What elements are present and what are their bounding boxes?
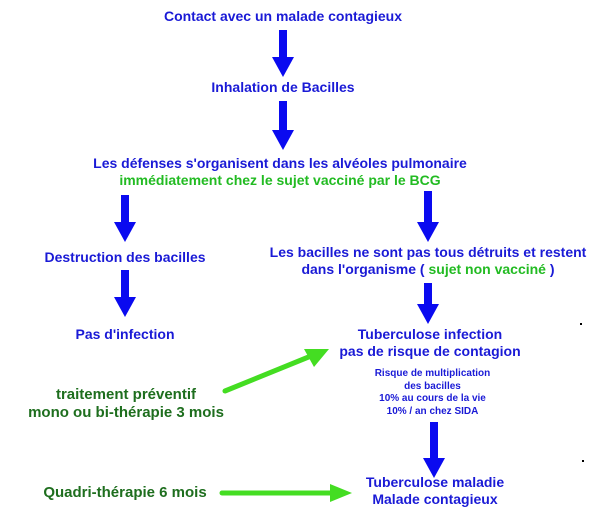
node-risk-line1: Risque de multiplication [374, 368, 491, 379]
node-tb-infection-line2: pas de risque de contagion [339, 342, 521, 359]
node-defenses-line1: Les défenses s'organisent dans les alvéo… [93, 155, 467, 171]
node-no-infection: Pas d'infection [20, 326, 230, 343]
node-tb-infection: Tuberculose infection pas de risque de c… [318, 326, 542, 360]
arrow-not-destroyed-to-tb-infection [417, 283, 439, 324]
node-defenses-line2: immédiatement chez le sujet vacciné par … [119, 171, 441, 188]
node-no-infection-text: Pas d'infection [75, 326, 175, 342]
node-risk: Risque de multiplication des bacilles 10… [350, 368, 515, 418]
arrow-inhalation-to-defenses [272, 101, 294, 150]
arrow-risk-to-tb-disease [423, 422, 445, 478]
node-defenses: Les défenses s'organisent dans les alvéo… [40, 155, 520, 189]
arrow-defenses-to-not-destroyed [417, 191, 439, 242]
node-tb-disease: Tuberculose maladie Malade contagieux [345, 474, 525, 508]
node-destruction: Destruction des bacilles [20, 249, 230, 266]
node-inhalation: Inhalation de Bacilles [0, 79, 566, 96]
arrow-preventive-to-tb-infection [222, 349, 329, 394]
node-not-destroyed-line1: Les bacilles ne sont pas tous détruits e… [269, 244, 587, 260]
node-destruction-text: Destruction des bacilles [44, 249, 206, 265]
node-not-destroyed-line2-a: dans l'organisme ( [301, 260, 425, 277]
node-not-destroyed-line2-c: ) [549, 260, 555, 277]
arrow-defenses-to-destruction [114, 195, 136, 242]
node-inhalation-text: Inhalation de Bacilles [211, 79, 355, 95]
node-risk-line3: 10% au cours de la vie [379, 393, 486, 404]
node-risk-line4: 10% / an chez SIDA [386, 405, 479, 417]
node-preventive-line2: mono ou bi-thérapie 3 mois [28, 404, 224, 421]
node-tb-disease-line2: Malade contagieux [372, 490, 498, 507]
node-tb-infection-line1: Tuberculose infection [357, 326, 503, 342]
node-preventive-line1: traitement préventif [55, 386, 197, 403]
node-tb-disease-line1: Tuberculose maladie [365, 474, 505, 490]
node-not-destroyed-line2: dans l'organisme ( sujet non vacciné ) [258, 261, 598, 278]
node-contact: Contact avec un malade contagieux [0, 8, 566, 25]
stray-dot [580, 323, 582, 325]
node-not-destroyed: Les bacilles ne sont pas tous détruits e… [258, 244, 598, 278]
arrow-contact-to-inhalation [272, 30, 294, 77]
node-not-destroyed-line2-b: sujet non vacciné [428, 260, 546, 277]
arrow-destruction-to-no-infection [114, 270, 136, 317]
node-preventive-treatment: traitement préventif mono ou bi-thérapie… [8, 386, 244, 422]
stray-dot [582, 460, 584, 462]
node-risk-line2: des bacilles [404, 380, 461, 392]
arrow-quadri-to-tb-disease [219, 484, 352, 502]
node-quadri-text: Quadri-thérapie 6 mois [43, 484, 207, 501]
node-contact-text: Contact avec un malade contagieux [163, 8, 403, 24]
node-quadri-therapy: Quadri-thérapie 6 mois [30, 484, 220, 502]
